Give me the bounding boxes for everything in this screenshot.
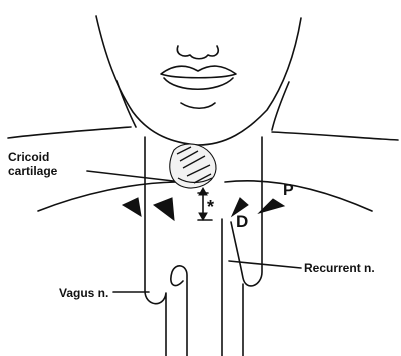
- cricoid-leader-line: [87, 171, 182, 182]
- left-arrowhead-2: [154, 198, 174, 220]
- distal-marker-label: D: [236, 215, 248, 229]
- lower-lip: [164, 78, 233, 89]
- recurrent-nerve-label: Recurrent n.: [304, 261, 375, 275]
- right-clavicle: [225, 181, 372, 211]
- distance-marker-label: *: [207, 200, 214, 214]
- left-vagus-nerve: [145, 137, 166, 356]
- cricoid-label-line1: Cricoid: [8, 150, 88, 164]
- nose: [177, 46, 218, 59]
- right-neck-contour: [272, 82, 289, 130]
- proximal-marker-label: P: [283, 184, 294, 198]
- left-nerve-inner: [171, 266, 187, 356]
- upper-lip: [161, 66, 236, 78]
- face-outline: [96, 16, 301, 145]
- left-neck-contour: [117, 81, 136, 127]
- chin-line: [181, 103, 215, 108]
- distance-arrow-up: [199, 188, 207, 195]
- vagus-nerve-label: Vagus n.: [59, 286, 108, 300]
- cricoid-label-line2: cartilage: [8, 164, 88, 178]
- left-shoulder: [8, 127, 131, 138]
- left-clavicle: [38, 182, 176, 211]
- left-arrowhead-1: [123, 198, 141, 216]
- cricoid-cartilage-label: Cricoid cartilage: [8, 150, 88, 178]
- right-shoulder: [272, 132, 398, 140]
- distance-arrow-down: [199, 213, 207, 220]
